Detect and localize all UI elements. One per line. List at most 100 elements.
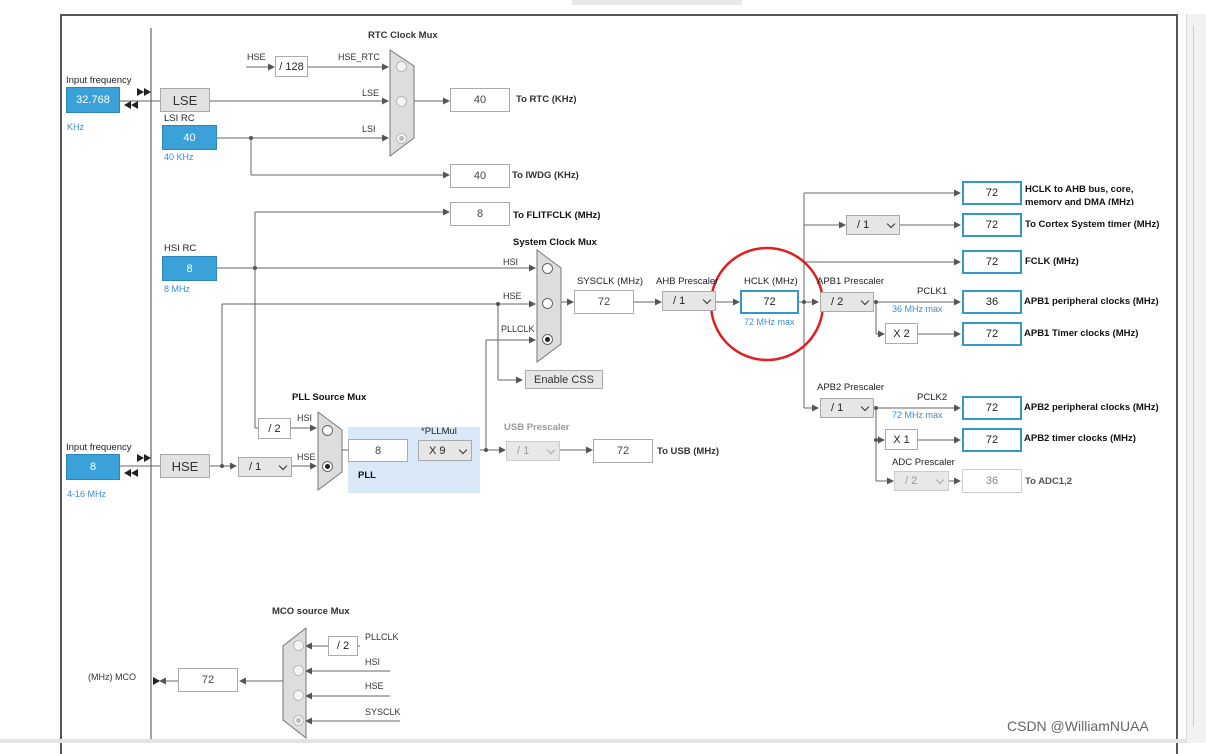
rtc-mux-lse-radio[interactable]	[396, 96, 407, 107]
apb1-peripheral-output-label: APB1 peripheral clocks (MHz)	[1024, 296, 1159, 307]
apb1-prescaler-select[interactable]: / 2	[820, 292, 874, 312]
top-bar	[572, 0, 742, 5]
mco-sysclk-radio[interactable]	[293, 715, 304, 726]
mco-pllclk-radio[interactable]	[293, 640, 304, 651]
apb2-prescaler-select[interactable]: / 1	[820, 398, 874, 418]
lse-input-unit: KHz	[67, 122, 85, 132]
pll-source-mux-title: PLL Source Mux	[292, 392, 367, 403]
sysclk-value: 72	[574, 290, 634, 314]
sys-mux-title: System Clock Mux	[513, 237, 597, 248]
mco-hse-label: HSE	[365, 681, 384, 691]
hclk-input[interactable]: 72	[740, 290, 799, 314]
lse-block[interactable]: LSE	[160, 88, 210, 112]
pll-input-value: 8	[348, 439, 408, 462]
mco-hsi-label: HSI	[365, 657, 381, 667]
hclk-ahb-output-label-2: memory and DMA (MHz)	[1025, 197, 1134, 205]
chevron-down-icon	[886, 219, 896, 229]
hsi-rc-value: 8	[162, 256, 217, 281]
scrollbar-track	[1193, 26, 1194, 726]
rtc-mux-title: RTC Clock Mux	[368, 30, 438, 41]
apb2-prescaler-value: / 1	[831, 402, 844, 414]
lsi-rc-value: 40	[162, 125, 217, 150]
chevron-down-icon	[546, 445, 556, 455]
hse-block[interactable]: HSE	[160, 454, 210, 478]
flitfclk-output-value: 8	[450, 202, 510, 226]
apb1-prescaler-value: / 2	[831, 296, 844, 308]
pll-src-hsi-radio[interactable]	[322, 425, 333, 436]
hse-input-frequency[interactable]: 8	[66, 454, 120, 480]
apb2-peripheral-output-value[interactable]: 72	[962, 396, 1022, 420]
clock-config-canvas	[60, 14, 1178, 754]
rtc-hse-rtc-label: HSE_RTC	[338, 52, 380, 62]
ahb-prescaler-label: AHB Prescaler	[656, 276, 719, 287]
hsi-rc-label: HSI RC	[164, 243, 197, 254]
adc-prescaler-value: / 2	[905, 475, 918, 487]
adc-prescaler-select[interactable]: / 2	[894, 471, 949, 491]
flitfclk-output-label: To FLITFCLK (MHz)	[513, 210, 601, 221]
apb1-peripheral-output-value[interactable]: 36	[962, 290, 1022, 314]
sysclk-label: SYSCLK (MHz)	[577, 276, 643, 287]
usb-prescaler-select[interactable]: / 1	[506, 441, 560, 461]
apb1-timer-output-label: APB1 Timer clocks (MHz)	[1024, 328, 1139, 339]
adc-output-label: To ADC1,2	[1025, 476, 1072, 487]
sys-mux-hsi-radio[interactable]	[542, 263, 553, 274]
cortex-timer-output-label: To Cortex System timer (MHz)	[1025, 219, 1160, 230]
lse-input-label: Input frequency	[66, 75, 132, 86]
cortex-timer-div-select[interactable]: / 1	[846, 215, 900, 235]
pll-src-hsi-label: HSI	[297, 413, 313, 423]
rtc-hse-label: HSE	[247, 52, 266, 62]
pll-src-hse-radio[interactable]	[322, 461, 333, 472]
chevron-down-icon	[860, 296, 870, 306]
adc-output-value: 36	[962, 469, 1022, 493]
vertical-scrollbar[interactable]	[1186, 14, 1206, 743]
iwdg-output-label: To IWDG (KHz)	[512, 170, 579, 181]
horizontal-scrollbar[interactable]	[0, 739, 1186, 743]
apb2-timer-output-value[interactable]: 72	[962, 428, 1022, 452]
usb-output-label: To USB (MHz)	[657, 446, 720, 457]
pclk2-label: PCLK2	[917, 392, 948, 403]
sys-mux-pllclk-radio[interactable]	[542, 334, 553, 345]
sys-mux-hse-label: HSE	[503, 291, 522, 301]
usb-output-value: 72	[593, 439, 653, 463]
lsi-rc-label: LSI RC	[164, 113, 195, 124]
rtc-output-value: 40	[450, 88, 510, 112]
apb1-prescaler-label: APB1 Prescaler	[817, 276, 885, 287]
adc-prescaler-label: ADC Prescaler	[892, 457, 955, 468]
apb2-prescaler-label: APB2 Prescaler	[817, 382, 885, 393]
lsi-rc-unit: 40 KHz	[164, 152, 194, 162]
mco-hsi-radio[interactable]	[293, 665, 304, 676]
mco-hse-radio[interactable]	[293, 690, 304, 701]
chevron-down-icon	[935, 475, 945, 485]
rtc-hse-div-128: / 128	[275, 56, 308, 77]
rtc-mux-lsi-radio[interactable]	[396, 133, 407, 144]
rtc-mux-hse-radio[interactable]	[396, 61, 407, 72]
pllmul-value: X 9	[429, 444, 446, 457]
cortex-timer-output-value[interactable]: 72	[962, 213, 1022, 237]
hse-pll-div-select[interactable]: / 1	[238, 457, 292, 477]
pllmul-select[interactable]: X 9	[418, 440, 472, 461]
usb-prescaler-label: USB Prescaler	[504, 422, 570, 433]
lse-input-frequency[interactable]: 32.768	[66, 87, 120, 113]
sys-mux-pllclk-label: PLLCLK	[501, 324, 535, 334]
chevron-down-icon	[860, 402, 870, 412]
sys-mux-hse-radio[interactable]	[542, 298, 553, 309]
apb1-timer-multiplier: X 2	[885, 323, 918, 344]
csdn-watermark: CSDN @WilliamNUAA	[1007, 718, 1149, 734]
rtc-lse-label: LSE	[362, 88, 380, 98]
ahb-prescaler-select[interactable]: / 1	[662, 291, 716, 311]
mco-output-value: 72	[178, 668, 238, 692]
apb1-timer-output-value[interactable]: 72	[962, 322, 1022, 346]
pclk1-max: 36 MHz max	[892, 304, 943, 314]
usb-prescaler-value: / 1	[517, 445, 530, 457]
hclk-label: HCLK (MHz)	[744, 276, 798, 287]
pll-src-hse-label: HSE	[297, 452, 316, 462]
chevron-down-icon	[278, 461, 288, 471]
pllmul-label: *PLLMul	[421, 426, 457, 437]
ahb-prescaler-value: / 1	[673, 295, 686, 307]
enable-css-button[interactable]: Enable CSS	[525, 370, 603, 389]
hclk-ahb-output-label: HCLK to AHB bus, core,	[1025, 184, 1134, 195]
iwdg-output-value: 40	[450, 164, 510, 188]
fclk-output-value[interactable]: 72	[962, 250, 1022, 274]
chevron-down-icon	[702, 295, 712, 305]
hclk-ahb-output-value[interactable]: 72	[962, 181, 1022, 205]
